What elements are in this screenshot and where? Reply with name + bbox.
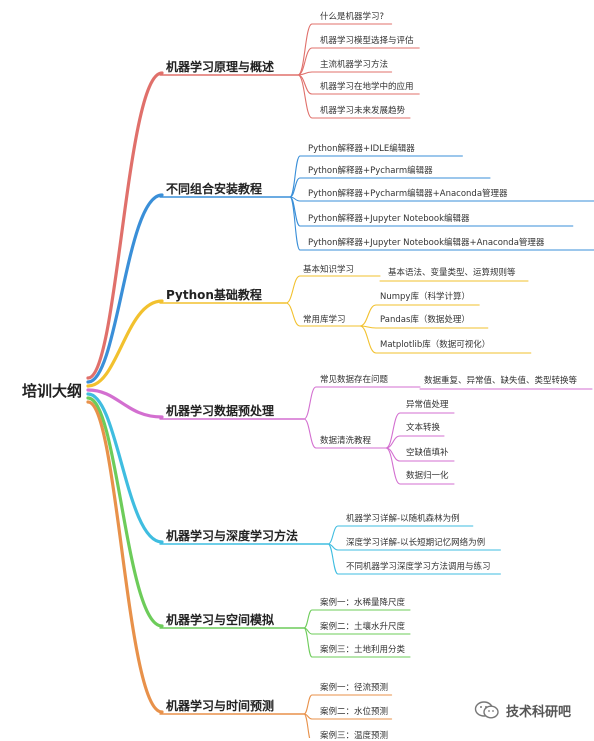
connector-line	[297, 74, 313, 119]
branch-1-leaf-4: Python解释器+Jupyter Notebook编辑器+Anaconda管理…	[308, 238, 545, 248]
python-basic-label: 基本知识学习	[303, 265, 355, 275]
connector-line	[303, 627, 313, 658]
branch-5-leaf-2: 案例三：土地利用分类	[320, 645, 406, 655]
preprocess-issue-detail: 数据重复、异常值、缺失值、类型转换等	[424, 376, 578, 386]
preprocess-clean-0: 异常值处理	[406, 400, 449, 410]
branch-6-leaf-0: 案例一：径流预测	[320, 683, 389, 693]
wechat-icon	[474, 701, 499, 719]
branch-1-title: 不同组合安装教程	[166, 182, 263, 196]
branch-1-leaf-3: Python解释器+Jupyter Notebook编辑器	[308, 214, 470, 224]
connector-line	[297, 47, 313, 76]
python-lib-2: Matplotlib库（数据可视化）	[380, 340, 491, 350]
branch-4-leaf-0: 机器学习详解-以随机森林为例	[346, 514, 460, 524]
branch-5-title: 机器学习与空间模拟	[166, 613, 275, 627]
branch-6-title: 机器学习与时间预测	[166, 699, 275, 713]
connector-line	[385, 412, 401, 449]
branch-4-leaf-2: 不同机器学习深度学习方法调用与练习	[346, 562, 491, 572]
python-basic-detail: 基本语法、变量类型、运算规则等	[388, 268, 516, 278]
branch-5-leaf-0: 案例一：水稀量降尺度	[320, 598, 406, 608]
connector-line	[289, 177, 301, 198]
connector-line	[86, 396, 164, 628]
connector-line	[285, 302, 301, 327]
watermark: 技术科研吧	[474, 700, 571, 720]
connector-line	[289, 196, 301, 251]
preprocess-clean-1: 文本转换	[406, 423, 441, 433]
branch-0-leaf-2: 主流机器学习方法	[320, 60, 389, 70]
preprocess-clean-3: 数据归一化	[406, 471, 449, 481]
connector-line	[285, 275, 301, 304]
preprocess-clean-2: 空缺值填补	[406, 448, 449, 458]
connector-line	[303, 694, 313, 715]
python-lib-1: Pandas库（数据处理）	[380, 315, 470, 325]
connector-line	[327, 543, 339, 575]
branch-0-leaf-0: 什么是机器学习?	[320, 12, 385, 22]
connector-line	[303, 609, 313, 629]
branch-1-leaf-0: Python解释器+IDLE编辑器	[308, 144, 415, 154]
connector-line	[86, 388, 164, 419]
branch-5-leaf-1: 案例二：土壤水升尺度	[320, 622, 406, 632]
branch-2-title: Python基础教程	[166, 288, 262, 302]
branch-0-title: 机器学习原理与概述	[166, 60, 275, 74]
connector-line	[359, 304, 377, 327]
connector-line	[86, 71, 164, 380]
branch-3-title: 机器学习数据预处理	[166, 404, 275, 418]
branch-6-leaf-2: 案例三：温度预测	[320, 731, 389, 741]
branch-0-leaf-4: 机器学习未来发展趋势	[320, 106, 406, 116]
branch-1-leaf-1: Python解释器+Pycharm编辑器	[308, 166, 433, 176]
connector-line	[303, 386, 317, 420]
connector-line	[385, 447, 401, 485]
branch-0-leaf-1: 机器学习模型选择与评估	[320, 36, 414, 46]
connector-line	[359, 325, 377, 354]
connector-line	[327, 525, 339, 545]
connector-line	[86, 392, 164, 544]
branch-1-leaf-2: Python解释器+Pycharm编辑器+Anaconda管理器	[308, 189, 508, 199]
python-libs-label: 常用库学习	[303, 315, 346, 325]
python-lib-0: Numpy库（科学计算）	[380, 292, 470, 302]
connector-line	[86, 299, 164, 388]
connector-line	[289, 155, 301, 198]
connector-line	[303, 713, 311, 738]
watermark-text: 技术科研吧	[506, 704, 572, 720]
branch-0-leaf-3: 机器学习在地学中的应用	[320, 82, 414, 92]
branch-4-title: 机器学习与深度学习方法	[166, 529, 299, 543]
branch-6-leaf-1: 案例二：水位预测	[320, 707, 389, 717]
connector-line	[385, 435, 401, 449]
connector-line	[86, 400, 164, 714]
root-title: 培训大纲	[22, 382, 83, 400]
connector-line	[303, 418, 317, 449]
preprocess-issue-label: 常见数据存在问题	[320, 375, 389, 385]
connector-line	[86, 193, 164, 384]
preprocess-clean-label: 数据清洗教程	[320, 436, 372, 446]
branch-4-leaf-1: 深度学习详解-以长短期记忆网络为例	[346, 538, 486, 548]
